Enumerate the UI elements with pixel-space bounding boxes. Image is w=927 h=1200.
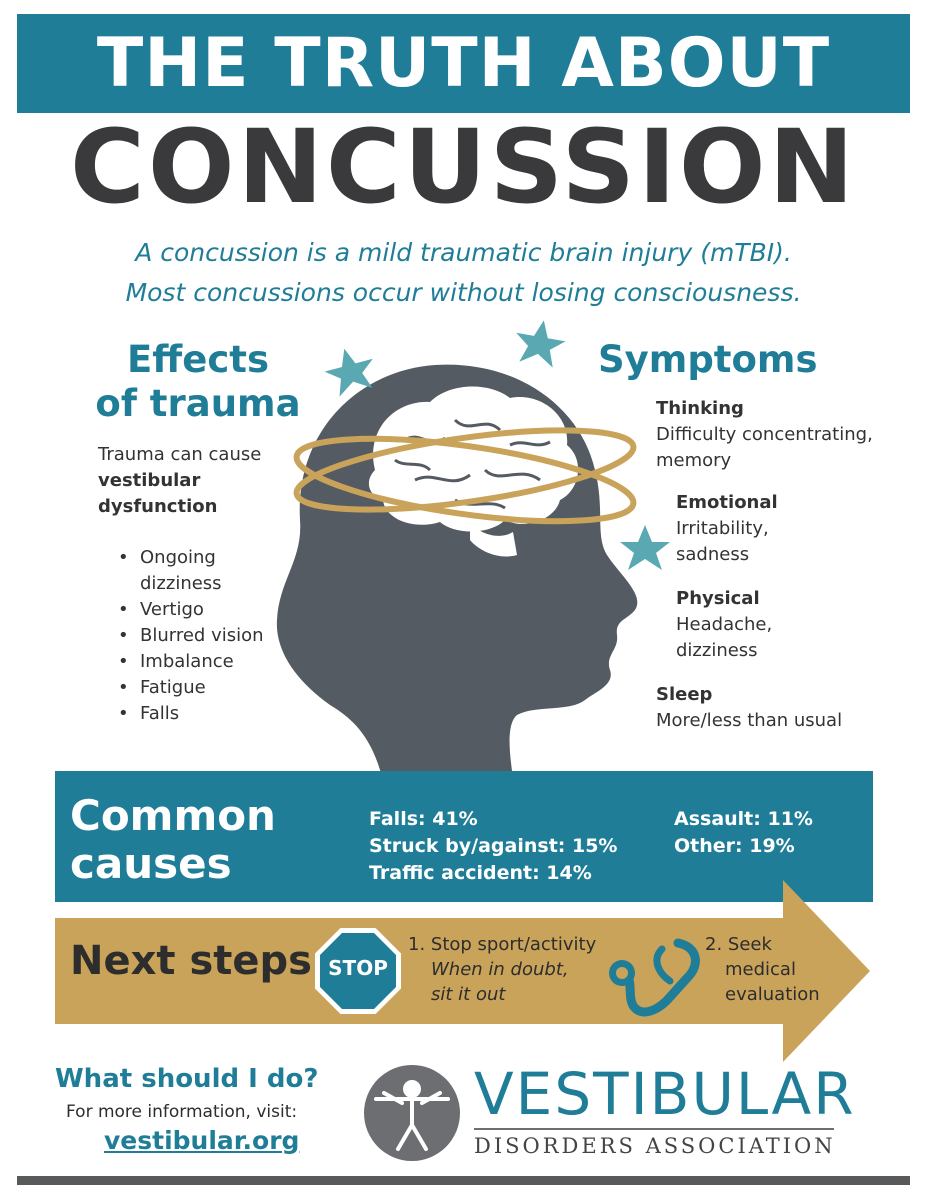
symptom-title: Emotional: [676, 492, 778, 513]
stop-sign-icon: [313, 926, 403, 1016]
head-illustration: [276, 320, 670, 790]
causes-heading-line1: Common: [70, 791, 276, 840]
intro-line-2: Most concussions occur without losing co…: [125, 278, 802, 307]
step-1-line1: When in doubt,: [431, 959, 569, 980]
page-title: CONCUSSION: [70, 108, 857, 227]
step-1: 1. Stop sport/activity When in doubt, si…: [408, 932, 596, 1007]
list-item: Blurred vision: [118, 623, 318, 649]
cause-item: Falls: 41%: [369, 808, 478, 830]
next-steps-arrow: [55, 880, 870, 1062]
star-icon: [620, 525, 670, 570]
symptom-title: Thinking: [656, 398, 744, 419]
stop-sign-label: STOP: [328, 956, 388, 980]
vitruvian-man-icon: [364, 1065, 460, 1161]
symptom-group-thinking: Thinking Difficulty concentrating, memor…: [656, 396, 873, 474]
symptom-group-physical: Physical Headache, dizziness: [676, 586, 772, 664]
star-icon: [516, 320, 566, 368]
list-item: Vertigo: [118, 597, 318, 623]
step-2: 2. Seek medical evaluation: [705, 932, 820, 1007]
effects-heading-line1: Effects: [127, 338, 269, 381]
causes-heading-line2: causes: [70, 839, 232, 888]
effects-heading-line2: of trauma: [95, 381, 301, 425]
cause-item: Assault: 11%: [674, 808, 813, 830]
effects-list: Ongoing dizziness Vertigo Blurred vision…: [118, 545, 318, 727]
org-divider: [474, 1128, 834, 1130]
bottom-rule: [17, 1176, 910, 1185]
footer-link[interactable]: vestibular.org: [104, 1126, 300, 1155]
intro-line-1: A concussion is a mild traumatic brain i…: [135, 238, 792, 267]
list-item: Fatigue: [118, 675, 318, 701]
orbit-ring-icon: [293, 427, 637, 525]
effects-description: Trauma can cause vestibular dysfunction: [98, 442, 298, 520]
step-2-line1: 2. Seek: [705, 934, 772, 955]
cause-item: Other: 19%: [674, 835, 795, 857]
symptom-text: More/less than usual: [656, 710, 843, 731]
symptom-text: memory: [656, 450, 732, 471]
list-item-continued: dizziness: [140, 573, 222, 594]
title-banner: THE TRUTH ABOUT: [17, 14, 910, 113]
symptom-text: Irritability,: [676, 518, 769, 539]
cause-item: Struck by/against: 15%: [369, 835, 618, 857]
footer-info: For more information, visit:: [66, 1102, 298, 1122]
causes-column-2: Assault: 11% Other: 19%: [674, 806, 813, 860]
causes-column-1: Falls: 41% Struck by/against: 15% Traffi…: [369, 806, 617, 887]
effects-desc-bold-line2: dysfunction: [98, 496, 218, 517]
list-item: Ongoing: [118, 545, 318, 571]
org-name: VESTIBULAR: [474, 1060, 856, 1128]
cause-item: Traffic accident: 14%: [369, 862, 592, 884]
next-steps-heading: Next steps: [70, 938, 312, 984]
effects-desc-line1: Trauma can cause: [98, 444, 262, 465]
symptom-group-emotional: Emotional Irritability, sadness: [676, 490, 778, 568]
banner-title: THE TRUTH ABOUT: [96, 24, 831, 103]
step-1-title: 1. Stop sport/activity: [408, 934, 597, 955]
footer-question: What should I do?: [55, 1064, 319, 1094]
causes-heading: Common causes: [70, 792, 276, 888]
list-item: dizziness: [118, 571, 318, 597]
symptom-text: sadness: [676, 544, 750, 565]
symptom-text: Headache,: [676, 614, 773, 635]
symptom-text: Difficulty concentrating,: [656, 424, 873, 445]
symptom-text: dizziness: [676, 640, 758, 661]
star-icon: [324, 348, 373, 397]
brain-icon: [368, 386, 579, 557]
stethoscope-icon: [609, 938, 700, 1017]
arrow-icon: [55, 880, 870, 1062]
causes-panel: [55, 771, 873, 902]
effects-heading: Effects of trauma: [88, 338, 308, 425]
step-2-line2: medical: [725, 959, 796, 980]
symptom-group-sleep: Sleep More/less than usual: [656, 682, 842, 734]
org-subtitle: DISORDERS ASSOCIATION: [474, 1134, 836, 1158]
step-1-line2: sit it out: [431, 984, 506, 1005]
list-item: Falls: [118, 701, 318, 727]
symptoms-heading: Symptoms: [598, 338, 818, 381]
symptom-title: Sleep: [656, 684, 713, 705]
list-item: Imbalance: [118, 649, 318, 675]
step-2-line3: evaluation: [725, 984, 820, 1005]
effects-desc-bold-line1: vestibular: [98, 470, 201, 491]
symptom-title: Physical: [676, 588, 760, 609]
